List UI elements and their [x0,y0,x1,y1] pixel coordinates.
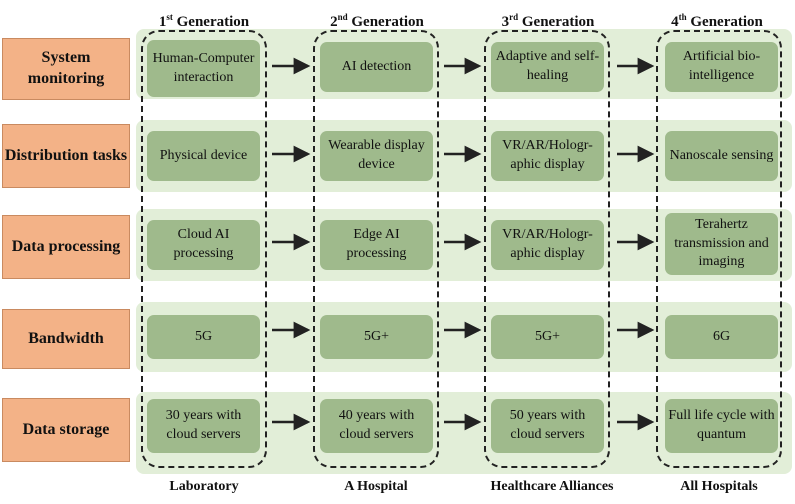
cell-data-storage-gen3: 50 years with cloud servers [491,399,604,453]
generation-header-1: 1st Generation [158,12,250,30]
cell-distribution-tasks-gen4: Nanoscale sensing [665,131,778,181]
generation-footer-4: All Hospitals [680,479,758,494]
cell-bandwidth-gen3: 5G+ [491,315,604,359]
generation-footer-3: Healthcare Alliances [490,479,614,494]
row-label-data-storage: Data storage [2,398,130,462]
generation-footer-2: A Hospital [344,479,408,494]
generation-header-2: 2nd Generation [330,12,424,30]
cell-distribution-tasks-gen3: VR/AR/Hologr-aphic display [491,131,604,181]
generation-column-4 [656,30,782,468]
generation-header-3: 3rd Generation [501,12,595,30]
cell-distribution-tasks-gen1: Physical device [147,131,260,181]
generation-header-4: 4th Generation [671,12,763,30]
cell-system-monitoring-gen2: AI detection [320,42,433,92]
cell-data-processing-gen4: Terahertz transmission and imaging [665,213,778,275]
row-label-system-monitoring: System monitoring [2,38,130,100]
generation-column-3 [484,30,610,468]
cell-data-processing-gen2: Edge AI processing [320,220,433,270]
cell-data-storage-gen2: 40 years with cloud servers [320,399,433,453]
row-label-bandwidth: Bandwidth [2,309,130,369]
cell-data-processing-gen1: Cloud AI processing [147,220,260,270]
cell-data-storage-gen4: Full life cycle with quantum [665,399,778,453]
generation-column-2 [313,30,439,468]
cell-system-monitoring-gen4: Artificial bio-intelligence [665,42,778,92]
row-label-distribution-tasks: Distribution tasks [2,124,130,188]
cell-bandwidth-gen2: 5G+ [320,315,433,359]
cell-data-storage-gen1: 30 years with cloud servers [147,399,260,453]
cell-bandwidth-gen4: 6G [665,315,778,359]
cell-system-monitoring-gen3: Adaptive and self-healing [491,42,604,92]
row-label-data-processing: Data processing [2,215,130,279]
cell-distribution-tasks-gen2: Wearable display device [320,131,433,181]
generation-footer-1: Laboratory [169,479,239,494]
generation-column-1 [141,30,267,468]
cell-system-monitoring-gen1: Human-Computer interaction [147,40,260,97]
cell-data-processing-gen3: VR/AR/Hologr-aphic display [491,220,604,270]
cell-bandwidth-gen1: 5G [147,315,260,359]
